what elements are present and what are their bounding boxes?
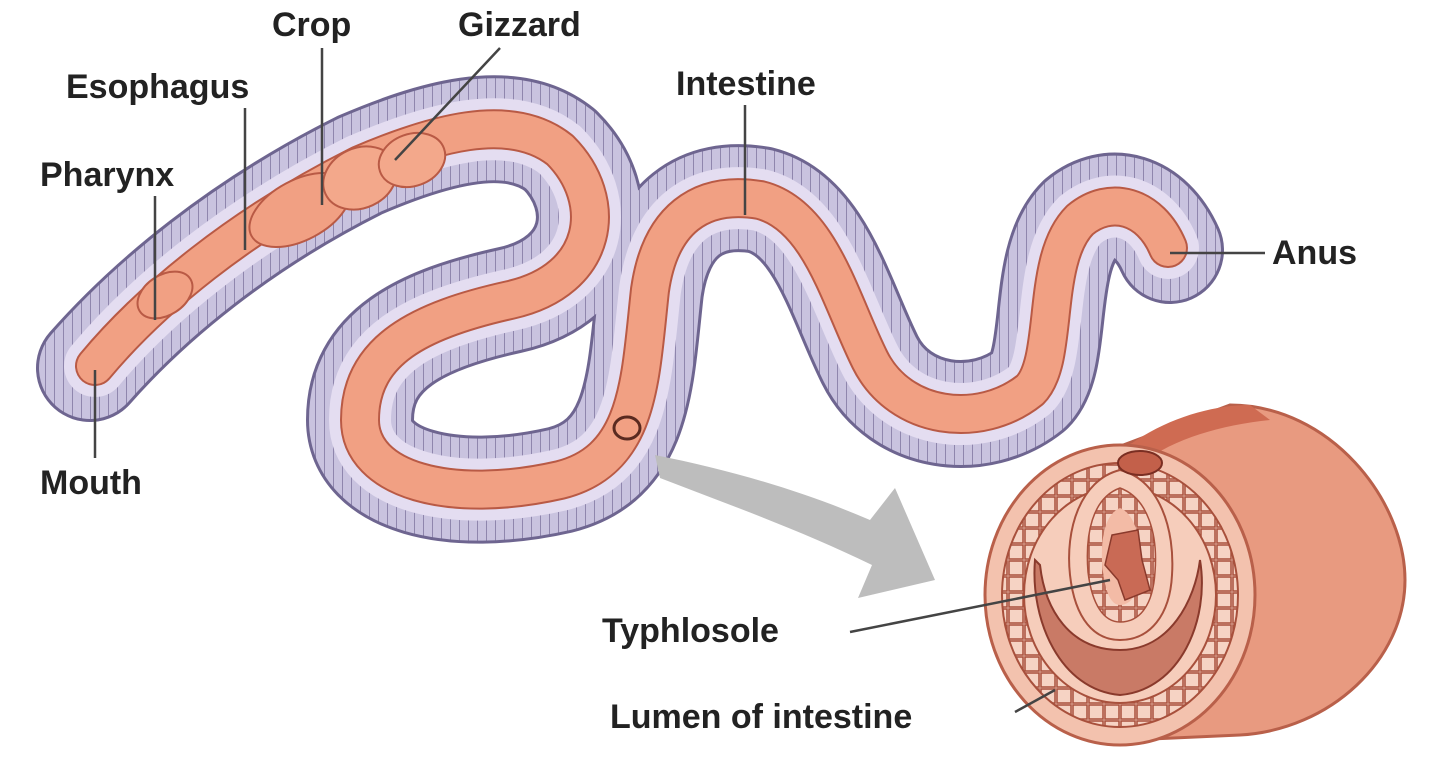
anterior-organs [136, 131, 447, 320]
leader-lumen [1014, 688, 1056, 714]
label-pharynx: Pharynx [40, 156, 175, 194]
label-crop: Crop [272, 6, 352, 44]
label-esophagus: Esophagus [66, 68, 250, 106]
label-gizzard: Gizzard [458, 6, 581, 44]
label-mouth: Mouth [40, 464, 142, 502]
worm-body [36, 75, 1224, 544]
magnify-arrow [655, 455, 935, 598]
cut-section-mark [612, 415, 642, 441]
intestine-cross-section [983, 403, 1407, 747]
label-intestine: Intestine [676, 65, 816, 103]
leader-gizzard [394, 47, 501, 161]
leader-lines [93, 47, 1265, 714]
label-lumen: Lumen of intestine [610, 698, 913, 736]
label-anus: Anus [1272, 234, 1357, 272]
leader-typhlosole [849, 578, 1111, 634]
label-typhlosole: Typhlosole [602, 612, 779, 650]
